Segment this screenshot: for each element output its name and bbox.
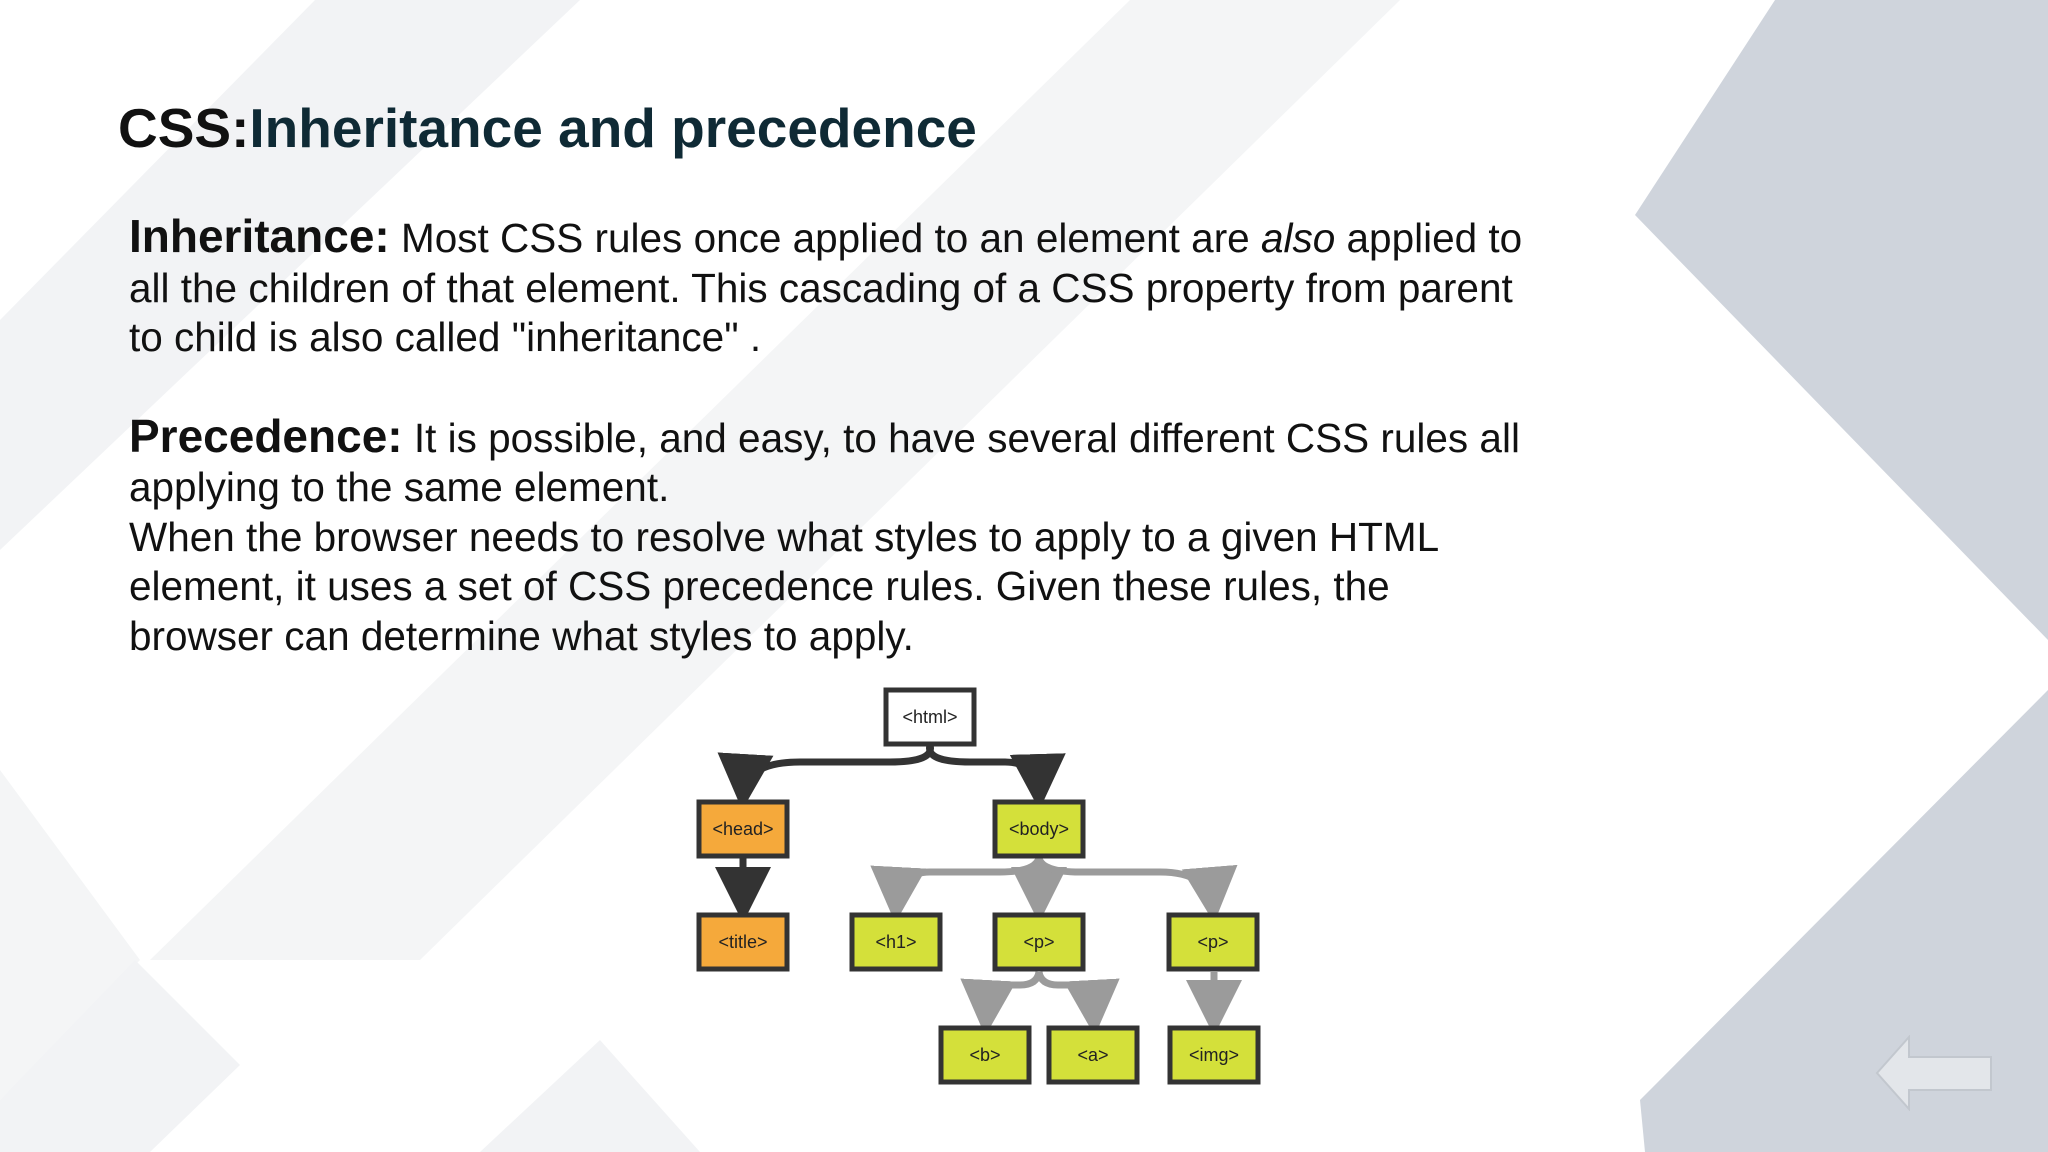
node-body-label: <body> [1009, 819, 1069, 839]
inheritance-emphasis: also [1260, 215, 1336, 261]
edge-p1-b [960, 971, 1043, 1036]
tree-edges [715, 744, 1242, 1036]
slide-title: CSS:Inheritance and precedence [118, 96, 977, 160]
left-arrow-icon[interactable] [1875, 1035, 1995, 1111]
tree-nodes: <html> <head> <body> <title> <h1> <p> <p… [696, 687, 1261, 1085]
slide-body: Inheritance: Most CSS rules once applied… [129, 210, 1529, 661]
node-head: <head> [696, 799, 790, 859]
node-a: <a> [1046, 1025, 1140, 1085]
inheritance-text-1: Most CSS rules once applied to an elemen… [389, 215, 1261, 261]
node-a-label: <a> [1077, 1045, 1108, 1065]
title-prefix: CSS: [118, 97, 250, 159]
node-img-label: <img> [1189, 1045, 1239, 1065]
edge-html-head [717, 744, 934, 810]
edge-p1-a [1035, 971, 1120, 1036]
precedence-paragraph: Precedence: It is possible, and easy, to… [129, 409, 1529, 513]
node-head-label: <head> [712, 819, 773, 839]
node-h1: <h1> [849, 912, 943, 972]
node-b-label: <b> [969, 1045, 1000, 1065]
node-body: <body> [992, 799, 1086, 859]
dom-tree-diagram: <html> <head> <body> <title> <h1> <p> <p… [696, 687, 1261, 1085]
node-html: <html> [883, 687, 977, 747]
edge-body-h1 [870, 856, 1043, 923]
node-p2-label: <p> [1197, 932, 1228, 952]
edge-body-p2 [1035, 856, 1238, 923]
inheritance-term: Inheritance: [129, 210, 390, 262]
node-b: <b> [938, 1025, 1032, 1085]
node-img: <img> [1167, 1025, 1261, 1085]
precedence-text-1: It is possible, and easy, to have severa… [129, 414, 1520, 511]
title-main: Inheritance and precedence [249, 97, 977, 159]
node-h1-label: <h1> [875, 932, 916, 952]
node-p1: <p> [992, 912, 1086, 972]
precedence-term: Precedence: [129, 409, 403, 462]
inheritance-text-2: applied to all the children of that elem… [129, 215, 1523, 360]
inheritance-paragraph: Inheritance: Most CSS rules once applied… [129, 210, 1529, 363]
node-html-label: <html> [902, 707, 957, 727]
precedence-paragraph-2: When the browser needs to resolve what s… [129, 513, 1438, 659]
edge-html-body [926, 744, 1066, 810]
node-title: <title> [696, 912, 790, 972]
node-title-label: <title> [718, 932, 767, 952]
node-p1-label: <p> [1023, 932, 1054, 952]
node-p2: <p> [1166, 912, 1260, 972]
